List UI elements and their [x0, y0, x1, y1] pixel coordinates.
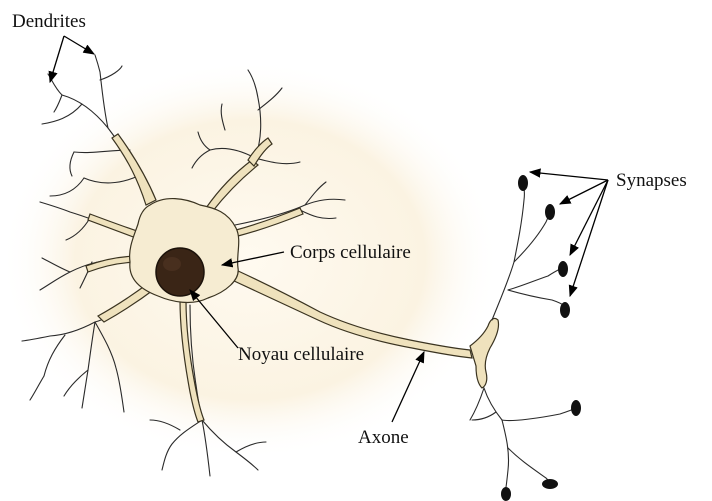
- synapse-2: [545, 204, 555, 220]
- arrow-synapse-1: [530, 172, 608, 180]
- arrow-synapse-4: [570, 180, 608, 296]
- label-cell-body: Corps cellulaire: [290, 242, 411, 263]
- synapse-4: [560, 302, 570, 318]
- arrow-dendrites-2: [64, 36, 94, 54]
- arrow-synapse-3: [570, 180, 608, 255]
- label-nucleus: Noyau cellulaire: [238, 344, 364, 365]
- label-synapses: Synapses: [616, 170, 687, 191]
- arrow-dendrites-1: [50, 36, 64, 82]
- synapse-7: [501, 487, 511, 501]
- nucleus: [156, 248, 204, 296]
- label-axon: Axone: [358, 427, 409, 448]
- synapse-5: [571, 400, 581, 416]
- synapse-1: [518, 175, 528, 191]
- label-dendrites: Dendrites: [12, 11, 86, 32]
- background-halo: [0, 60, 500, 460]
- nucleus-highlight: [163, 257, 181, 271]
- synapse-6: [542, 479, 558, 489]
- synapse-3: [558, 261, 568, 277]
